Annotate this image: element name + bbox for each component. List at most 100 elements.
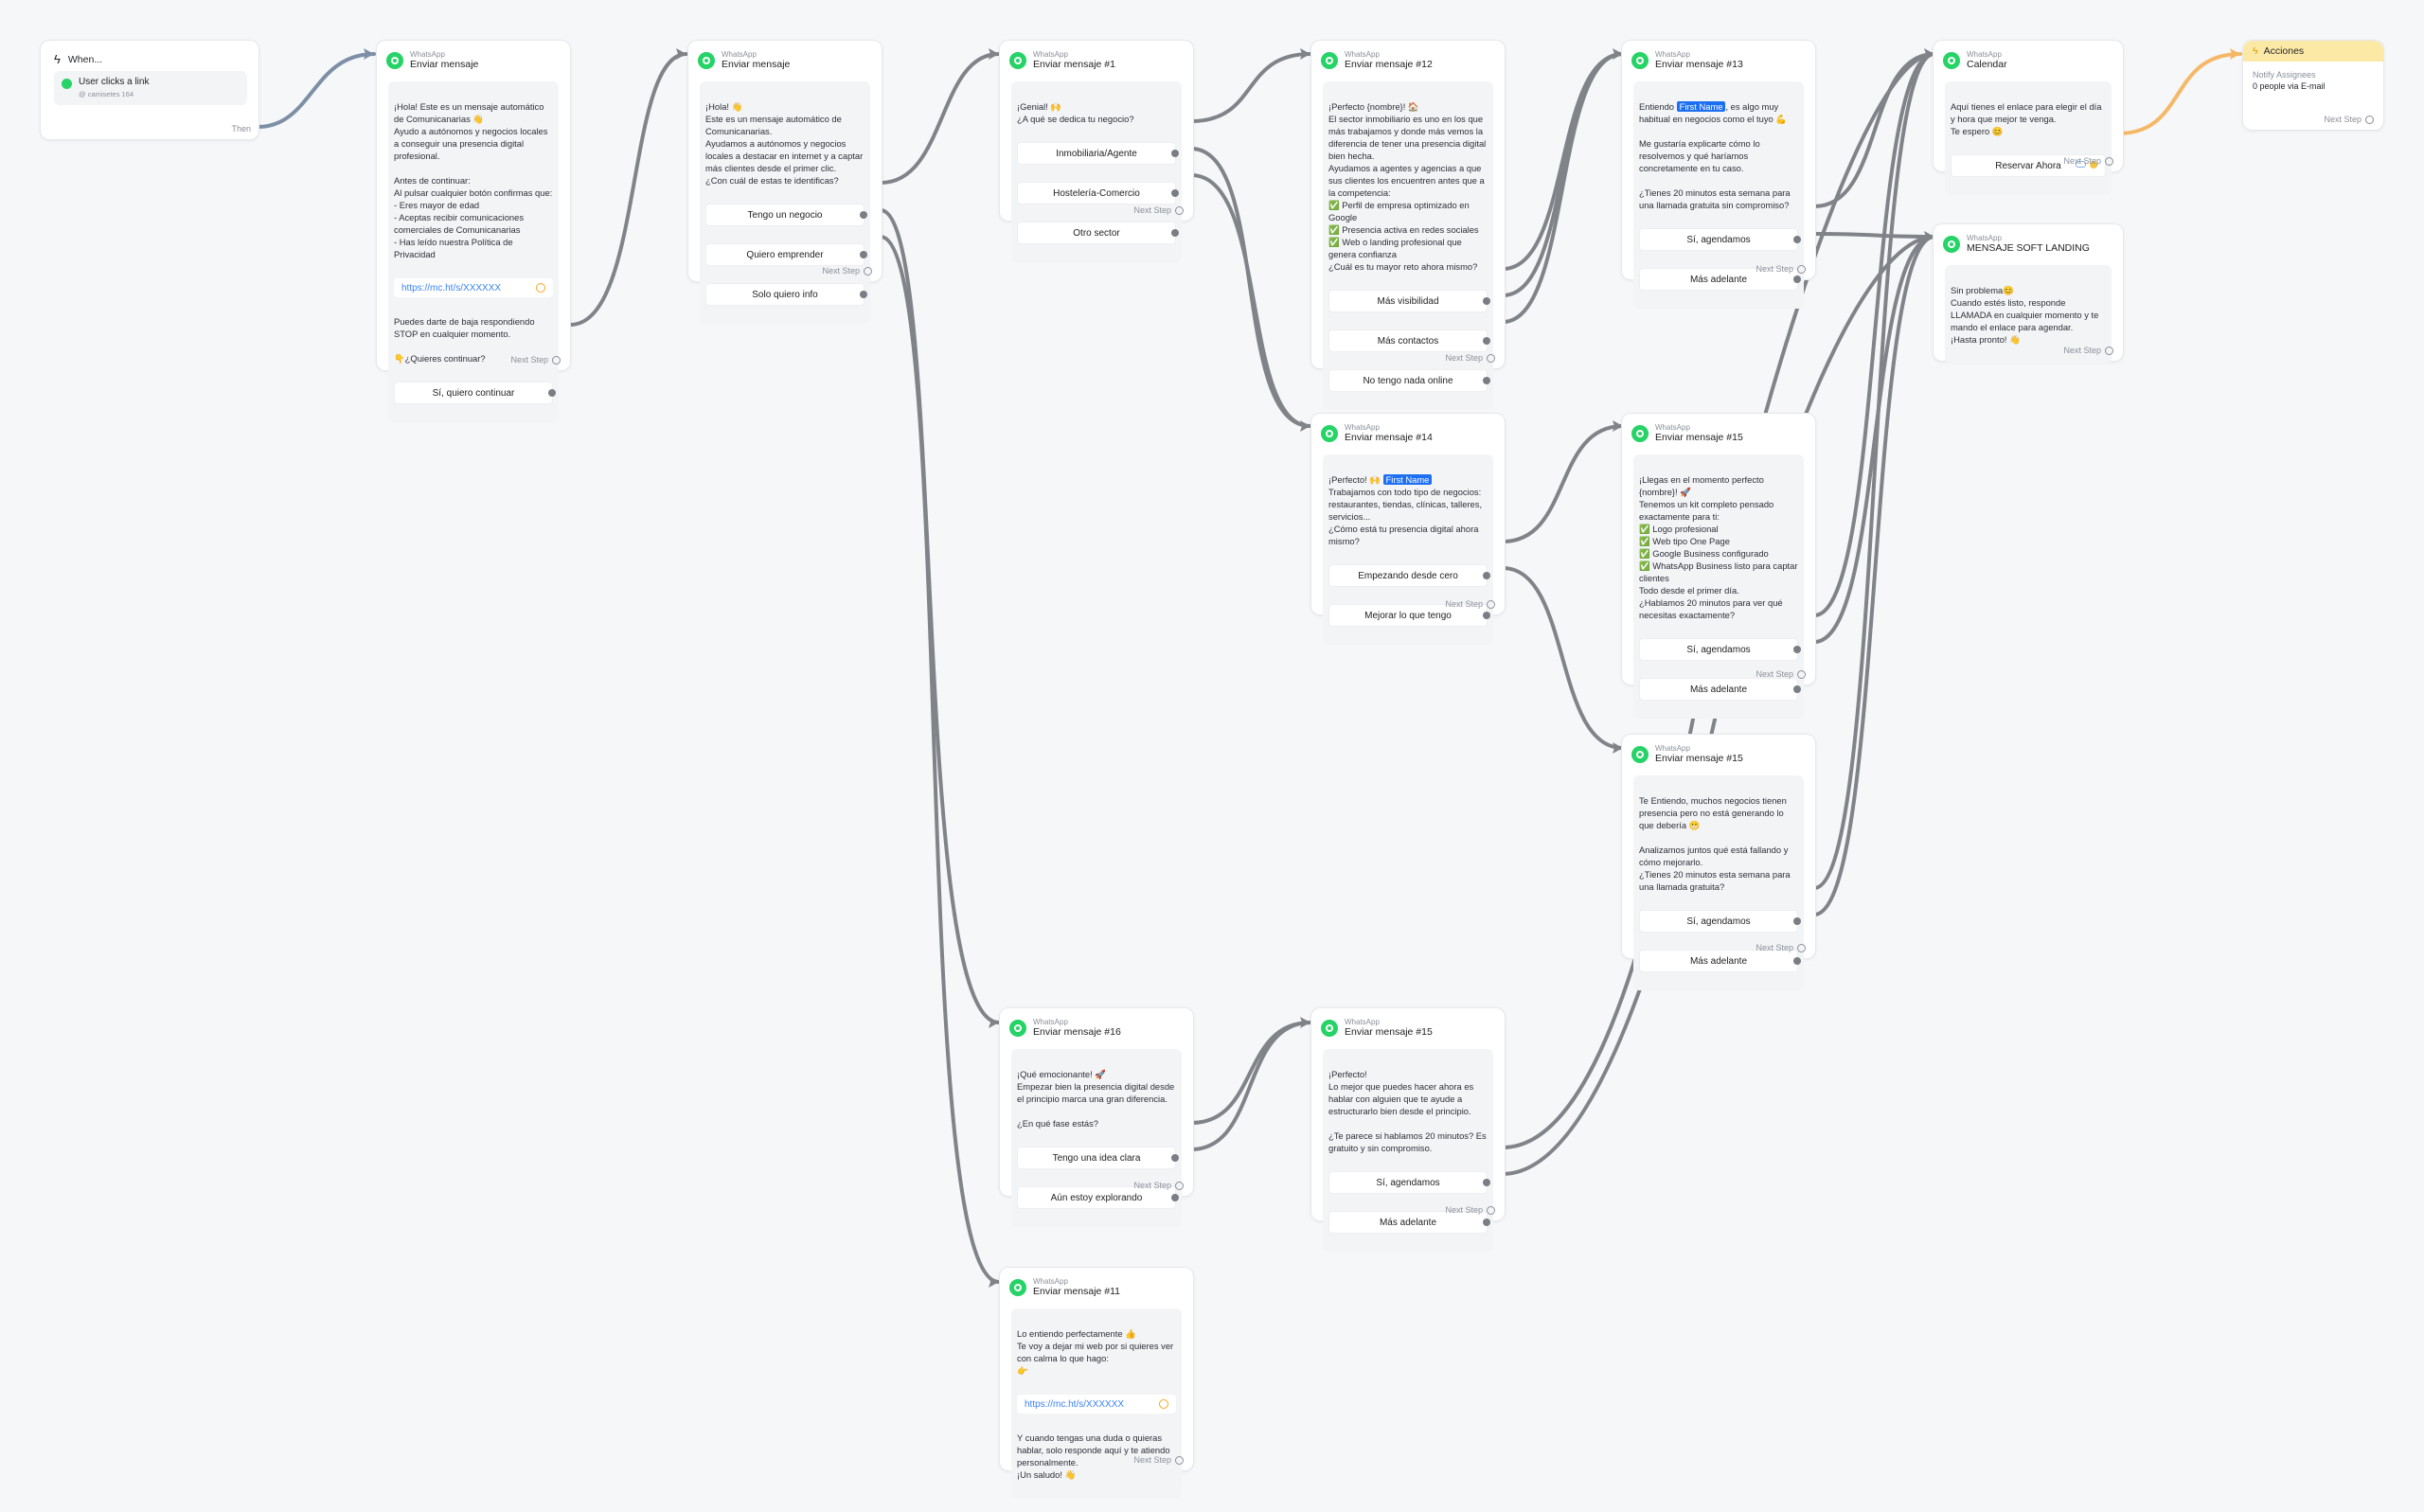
connector-handle[interactable]	[1483, 377, 1490, 384]
next-step-handle[interactable]	[1797, 264, 1806, 274]
reply-button[interactable]: Sí, agendamos	[1639, 910, 1801, 933]
connector-handle[interactable]	[1171, 189, 1179, 197]
reply-button[interactable]: Más visibilidad	[1328, 290, 1490, 312]
reply-button[interactable]: Aún estoy explorando	[1017, 1186, 1179, 1209]
edge-n10-n8	[1812, 235, 1936, 644]
reply-button[interactable]: Otro sector	[1017, 222, 1179, 244]
next-step-handle[interactable]	[2105, 156, 2113, 166]
connector-handle[interactable]	[1793, 685, 1801, 693]
next-step[interactable]: Next Step	[2063, 156, 2113, 166]
whatsapp-icon	[1631, 52, 1649, 69]
reply-button[interactable]: Tengo un negocio	[705, 204, 867, 226]
next-step[interactable]: Next Step	[1756, 669, 1806, 679]
connector-handle[interactable]	[1483, 572, 1490, 579]
reply-button[interactable]: Sí, quiero continuar	[394, 382, 556, 404]
reply-button[interactable]: Inmobiliaria/Agente	[1017, 142, 1179, 165]
next-step-handle[interactable]	[1175, 205, 1184, 215]
reply-button[interactable]: Mejorar lo que tengo	[1328, 604, 1490, 627]
connector-handle[interactable]	[1793, 917, 1801, 925]
connector-handle[interactable]	[1793, 957, 1801, 965]
next-step[interactable]: Next Step	[1445, 353, 1495, 363]
connector-handle[interactable]	[1483, 612, 1490, 619]
reply-button[interactable]: No tengo nada online	[1328, 369, 1490, 392]
reply-button[interactable]: Hostelería-Comercio	[1017, 182, 1179, 205]
reply-button[interactable]: Sí, agendamos	[1328, 1171, 1490, 1194]
next-step-handle[interactable]	[1175, 1455, 1184, 1465]
connector-handle[interactable]	[1171, 229, 1179, 237]
connector-handle[interactable]	[1483, 337, 1490, 345]
button-icons	[2076, 161, 2097, 169]
reply-button[interactable]: Tengo una idea clara	[1017, 1147, 1179, 1169]
reply-button[interactable]: Más contactos	[1328, 329, 1490, 352]
reply-button[interactable]: Más adelante	[1639, 950, 1801, 972]
reply-button[interactable]: Más adelante	[1639, 678, 1801, 701]
next-step[interactable]: Next Step	[2063, 346, 2113, 355]
next-step[interactable]: Next Step	[822, 266, 872, 276]
next-step-handle[interactable]	[2365, 115, 2374, 124]
reply-button-label: Otro sector	[1073, 227, 1120, 239]
connector-handle[interactable]	[1171, 150, 1179, 157]
connector-handle[interactable]	[1483, 297, 1490, 305]
next-step-handle[interactable]	[2105, 346, 2113, 355]
connector-handle[interactable]	[1483, 1218, 1490, 1226]
connector-handle[interactable]	[1793, 646, 1801, 653]
message-link[interactable]: https://mc.ht/s/XXXXXX	[1017, 1395, 1176, 1414]
reply-button[interactable]: Solo quiero info	[705, 283, 867, 306]
next-step-label: Next Step	[1133, 1181, 1171, 1190]
connector-handle[interactable]	[860, 211, 867, 219]
next-step[interactable]: Next Step	[1445, 1205, 1495, 1215]
reply-button[interactable]: Sí, agendamos	[1639, 228, 1801, 251]
next-step-handle[interactable]	[1487, 1205, 1495, 1215]
next-step[interactable]: Next Step	[1445, 599, 1495, 609]
connector-handle[interactable]	[1171, 1194, 1179, 1201]
next-step[interactable]: Next Step	[1133, 205, 1184, 215]
connector-handle[interactable]	[1793, 236, 1801, 243]
next-step-handle[interactable]	[552, 355, 561, 365]
reply-button[interactable]: Sí, agendamos	[1639, 638, 1801, 661]
next-step-handle[interactable]	[864, 266, 872, 276]
next-step[interactable]: Next Step	[2324, 115, 2374, 124]
next-step-handle[interactable]	[1487, 599, 1495, 609]
connector-handle[interactable]	[548, 389, 556, 397]
link-status-icon	[536, 283, 545, 293]
next-step-handle[interactable]	[1797, 669, 1806, 679]
node-acciones[interactable]: ϟ Acciones Notify Assignees 0 people via…	[2242, 40, 2384, 131]
next-step[interactable]: Next Step	[1133, 1181, 1184, 1190]
connector-handle[interactable]	[1171, 1154, 1179, 1162]
message-link[interactable]: https://mc.ht/s/XXXXXX	[394, 278, 553, 297]
trigger-item[interactable]: User clicks a link @ camisetes 164	[54, 71, 247, 105]
next-step-handle[interactable]	[1175, 1181, 1184, 1190]
connector-handle[interactable]	[860, 291, 867, 298]
next-step-handle[interactable]	[1797, 943, 1806, 952]
next-step[interactable]: Next Step	[1756, 943, 1806, 952]
reply-button[interactable]: Quiero emprender	[705, 243, 867, 266]
connector-handle[interactable]	[860, 251, 867, 258]
next-step[interactable]: Next Step	[1756, 264, 1806, 274]
next-step[interactable]: Next Step	[510, 355, 561, 365]
next-step[interactable]: Next Step	[1133, 1455, 1184, 1465]
reply-button-label: Sí, quiero continuar	[432, 387, 515, 399]
reply-button[interactable]: Más adelante	[1328, 1211, 1490, 1234]
connector-handle[interactable]	[1793, 276, 1801, 283]
then-label: Then	[231, 124, 251, 133]
trigger-card[interactable]: ϟ When... User clicks a link @ camisetes…	[40, 40, 259, 140]
connector-handle[interactable]	[1483, 1179, 1490, 1186]
next-step-handle[interactable]	[1487, 353, 1495, 363]
reply-button[interactable]: Más adelante	[1639, 268, 1801, 291]
reserve-button[interactable]: Reservar Ahora	[1951, 154, 2106, 177]
reply-button[interactable]: Empezando desde cero	[1328, 564, 1490, 587]
